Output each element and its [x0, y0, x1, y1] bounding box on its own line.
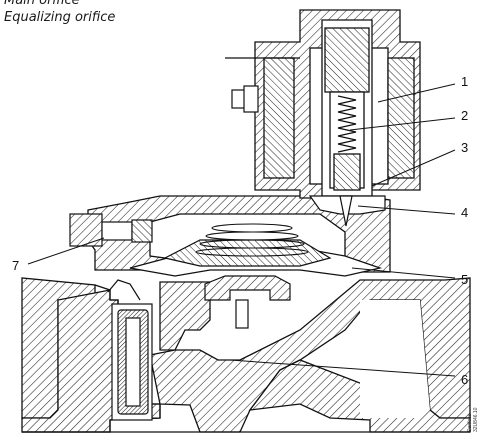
credit-line-2: 32U846.10 [473, 407, 479, 432]
caption-main-orifice: Main orifice [4, 0, 80, 8]
leader-4 [357, 205, 456, 215]
callout-7: 7 [12, 258, 19, 273]
leader-7 [27, 237, 105, 265]
callout-3: 3 [461, 140, 468, 155]
leader-5 [351, 267, 456, 279]
valve-body [21, 277, 471, 433]
diaphragm-assembly [129, 223, 383, 329]
leader-6 [229, 359, 456, 377]
pilot-orifice [308, 195, 386, 227]
caption-equalizing-orifice: Equalizing orifice [4, 10, 116, 25]
armature-tube [321, 19, 373, 197]
leader-2 [349, 117, 456, 131]
drawing-credit: Danfoss 32U846.10 [467, 407, 479, 432]
callout-5: 5 [461, 272, 468, 287]
callout-leaders [27, 83, 456, 377]
credit-line-1: Danfoss [467, 413, 473, 432]
inlet-port [107, 279, 153, 421]
callout-numbers: 1 2 3 4 5 6 7 [12, 74, 468, 387]
callout-2: 2 [461, 108, 468, 123]
main-spring [195, 223, 309, 257]
leader-3 [371, 149, 456, 187]
callout-4: 4 [461, 205, 468, 220]
leader-1 [377, 83, 456, 103]
coil-terminal [225, 57, 300, 113]
callout-6: 6 [461, 372, 468, 387]
plunger-spring [337, 95, 357, 153]
callout-1: 1 [461, 74, 468, 89]
